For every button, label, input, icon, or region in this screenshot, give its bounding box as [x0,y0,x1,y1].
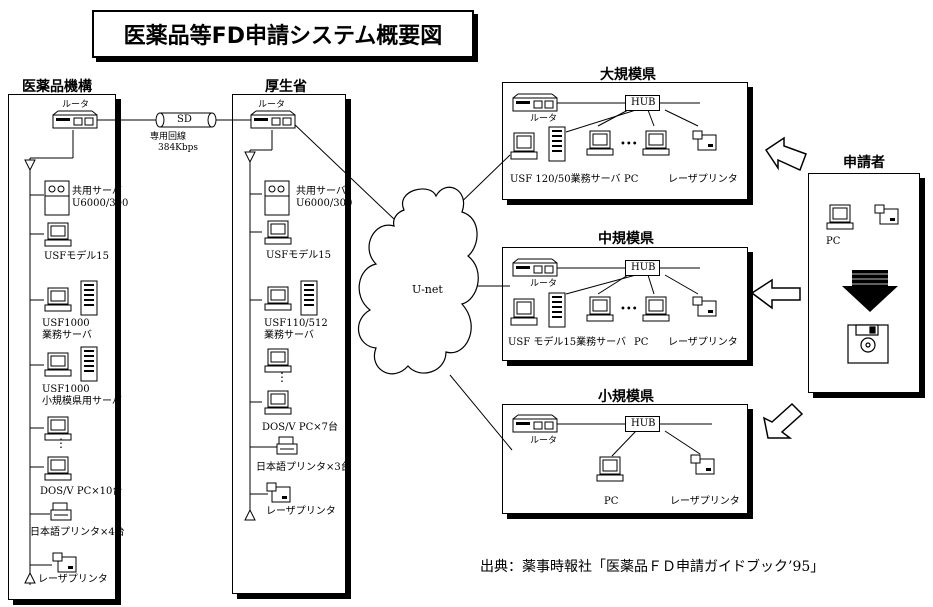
pc-icon [826,204,854,230]
workstation-icon [44,222,72,247]
workstation-icon [264,220,292,245]
hub-box [625,416,660,432]
dosv-pc-label: DOS/V PC×7台 [262,422,338,433]
server-tower-icon [80,280,98,316]
usf110-label: USF110/512 [264,318,328,329]
laser-printer-icon [692,296,717,317]
panel-ministry [232,94,346,594]
pc-label: PC [634,337,649,348]
laser-printer-label: レーザプリンタ [668,337,738,348]
workstation-icon [510,298,538,326]
pc-icon [642,296,670,322]
small-pref-heading: 小規模県 [598,389,654,405]
router-icon [52,110,98,129]
server-tower-icon [548,126,566,162]
medium-pref-heading: 中規模県 [598,231,654,247]
pc-icon [264,348,292,373]
pc-icon [264,390,292,415]
large-pref-heading: 大規模県 [600,67,656,83]
laser-printer-icon [874,204,899,225]
u-net-label: U-net [412,283,443,296]
bandwidth-label: 384Kbps [158,143,199,153]
printer-icon [50,502,72,521]
pc-icon [586,296,614,322]
jp-printer-label: 日本語プリンタ×3台 [256,462,351,473]
ellipsis-vertical: ⋮ [55,436,67,450]
shared-server-model: U6000/300 [296,198,353,209]
usf15-label: USFモデル15 [266,250,331,261]
pc-label: PC [604,496,619,507]
server-icon [44,180,70,216]
pc-icon [586,130,614,156]
dosv-pc-label: DOS/V PC×10台 [40,486,123,497]
server-label: USF 120/50業務サーバ [510,174,621,185]
business-server-label: 業務サーバ [42,330,92,341]
router-icon [512,258,558,277]
shared-server-model: U6000/300 [72,198,129,209]
leased-line-label: 専用回線 [150,132,187,142]
usf1000-label: USF1000 [42,318,90,329]
pc-icon [642,130,670,156]
usf1000-small-label: USF1000 [42,384,90,395]
workstation-icon [264,286,292,311]
printer-icon [276,436,298,455]
floppy-disk-shape [847,324,889,364]
hub-label: HUB [631,418,656,429]
small-pref-server-label: 小規模県用サーバ [42,396,122,407]
router-label: ルータ [62,100,90,110]
laser-printer-label: レーザプリンタ [668,174,738,185]
u-net-cloud-shape [357,186,479,375]
hub-label: HUB [631,97,656,108]
router-icon [250,110,296,129]
router-label: ルータ [530,114,558,124]
router-icon [512,93,558,112]
hub-box [625,95,660,111]
jp-printer-label: 日本語プリンタ×4台 [30,527,125,538]
server-tower-icon [548,292,566,328]
server-tower-icon [80,346,98,382]
drug-org-heading: 医薬品機構 [22,79,92,95]
router-label: ルータ [258,100,286,110]
business-server-label: 業務サーバ [264,330,314,341]
shared-server-label: 共用サーバ [72,186,122,197]
ellipsis-horizontal: ••• [620,139,638,150]
server-tower-icon [300,280,318,316]
router-label: ルータ [530,279,558,289]
router-icon [512,414,558,433]
ellipsis-horizontal: ••• [620,304,638,315]
ellipsis-vertical: ⋮ [276,370,288,384]
diagram-title: 医薬品等FD申請システム概要図 [92,10,474,58]
down-arrow-shape [842,270,898,312]
ministry-heading: 厚生省 [265,79,307,95]
sd-label: SD [177,114,192,125]
pc-label: PC [624,174,639,185]
laser-printer-label: レーザプリンタ [266,506,336,517]
workstation-icon [510,132,538,160]
laser-printer-label: レーザプリンタ [670,496,740,507]
shared-server-label: 共用サーバ [296,186,346,197]
pc-icon [44,416,72,441]
laser-printer-icon [266,482,291,503]
usf15-label: USFモデル15 [44,251,109,262]
hub-label: HUB [631,262,656,273]
pc-icon [44,456,72,481]
hub-box [625,260,660,276]
workstation-icon [44,352,72,377]
laser-printer-icon [52,552,77,573]
router-label: ルータ [530,436,558,446]
pc-label: PC [826,236,841,247]
workstation-icon [44,287,72,312]
pc-icon [596,456,624,482]
server-label: USF モデル15業務サーバ [508,337,627,348]
source-citation: 出典：薬事時報社「医薬品ＦＤ申請ガイドブック’95」 [480,559,825,575]
laser-printer-icon [690,454,715,475]
applicant-heading: 申請者 [843,155,885,171]
laser-printer-icon [692,130,717,151]
laser-printer-label: レーザプリンタ [38,574,108,585]
server-icon [264,180,290,216]
